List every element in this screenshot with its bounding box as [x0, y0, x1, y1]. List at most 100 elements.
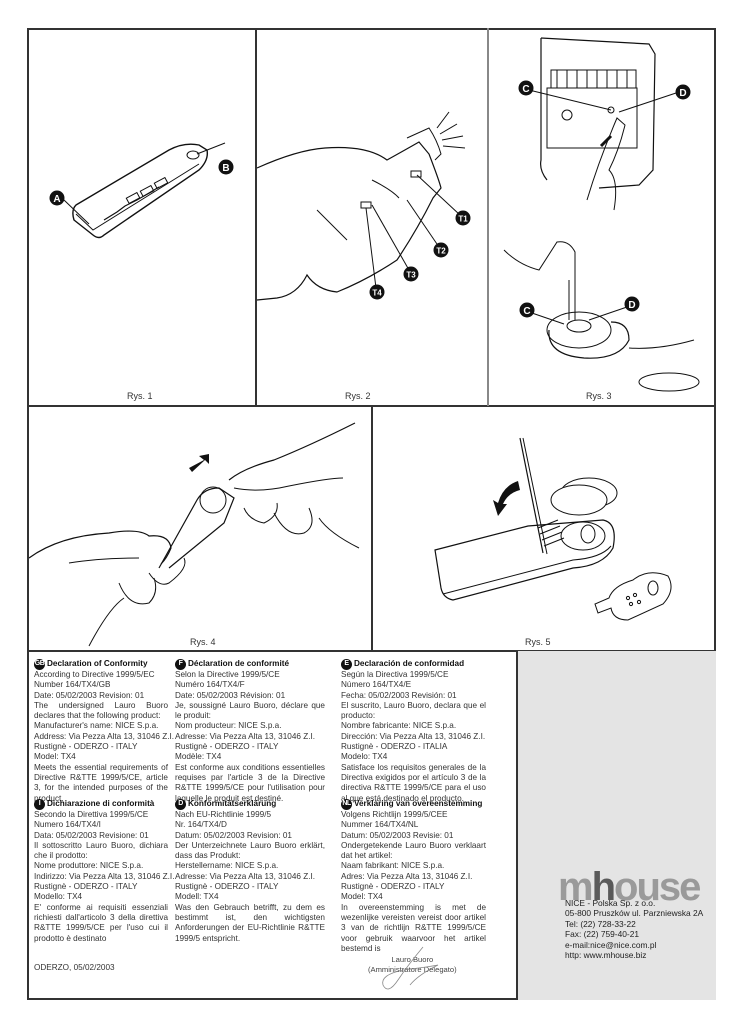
svg-text:T4: T4 [372, 289, 382, 298]
receiver-illustration: C D C D [503, 37, 700, 392]
manufacturer-line: Nom producteur: NICE S.p.a. [175, 721, 282, 731]
callout-line [528, 89, 612, 111]
callout-t3: T3 [403, 266, 419, 282]
address-line: Adres: Via Pezza Alta 13, 31046 Z.I. [341, 871, 473, 881]
callout-a: A [49, 190, 65, 206]
date-line: Date: 05/02/2003 Révision: 01 [175, 690, 286, 700]
number-line: Nr. 164/TX4/D [175, 820, 227, 830]
declaration-title: Dichiarazione di conformità [47, 799, 155, 809]
callout-line [588, 306, 628, 321]
callout-line [416, 174, 461, 216]
manufacturer-line: Manufacturer's name: NICE S.p.a. [34, 721, 159, 731]
declaration-title: Declaration of Conformity [47, 659, 148, 669]
company-box: mhouse NICE - Polska Sp. z o.o. 05-800 P… [516, 651, 716, 1000]
company-website: http: www.mhouse.biz [565, 950, 647, 961]
statement-text: Est conforme aux conditions essentielles… [175, 762, 325, 803]
svg-text:D: D [679, 88, 686, 99]
company-email: e-mail:nice@nice.com.pl [565, 939, 657, 950]
callout-t1: T1 [455, 210, 471, 226]
intro-text: Der Unterzeichnete Lauro Buoro erklärt, … [175, 840, 325, 861]
number-line: Numero 164/TX4/I [34, 820, 101, 830]
flag-f-icon: F [175, 659, 186, 670]
callout-line [63, 199, 90, 225]
remote-illustration: A B [49, 142, 234, 239]
address-line: Dirección: Via Pezza Alta 13, 31046 Z.I. [341, 731, 486, 741]
model-line: Model: TX4 [34, 752, 76, 762]
svg-text:T3: T3 [406, 271, 416, 280]
callout-line [371, 204, 410, 271]
figure-5: Rys. 5 [373, 408, 715, 650]
statement-text: In overeenstemming is met de wezenlijke … [341, 902, 486, 953]
directive-line: Secondo la Direttiva 1999/5/CE [34, 810, 149, 819]
svg-text:T2: T2 [436, 247, 446, 256]
address-line: Address: Via Pezza Alta 13, 31046 Z.I. [34, 731, 175, 741]
svg-text:T1: T1 [458, 215, 468, 224]
callout-d: D [675, 84, 691, 100]
address-line: Indirizzo: Via Pezza Alta 13, 31046 Z.I. [34, 871, 175, 881]
manufacturer-line: Naam fabrikant: NICE S.p.a. [341, 861, 445, 871]
city-line: Rustignè - ODERZO - ITALY [34, 882, 138, 892]
company-fax: Fax: (22) 759-40-21 [565, 929, 640, 940]
declaration-title: Déclaration de conformité [188, 659, 290, 669]
directive-line: Nach EU-Richtlinie 1999/5 [175, 810, 272, 819]
place-date: ODERZO, 05/02/2003 [34, 963, 115, 972]
callout-line [618, 91, 680, 113]
callout-line [528, 311, 565, 325]
intro-text: The undersigned Lauro Buoro declares tha… [34, 700, 168, 721]
intro-text: Il sottoscritto Lauro Buoro, dichiara ch… [34, 840, 168, 861]
model-line: Modell: TX4 [175, 892, 219, 902]
number-line: Número 164/TX4/E [341, 680, 412, 690]
figure-caption: Rys. 2 [345, 391, 371, 401]
statement-text: E' conforme ai requisiti essenziali rich… [34, 902, 168, 943]
date-line: Fecha: 05/02/2003 Revisión: 01 [341, 690, 457, 700]
divider [255, 28, 257, 406]
city-line: Rustignè - ODERZO - ITALY [34, 742, 138, 752]
svg-text:D: D [628, 300, 635, 311]
mhouse-logo: mhouse [558, 865, 701, 910]
flag-e-icon: E [341, 659, 352, 670]
directive-line: According to Directive 1999/5/EC [34, 670, 155, 679]
figure-caption: Rys. 4 [190, 637, 216, 647]
svg-text:A: A [53, 194, 60, 205]
directive-line: Según la Directiva 1999/5/CE [341, 670, 449, 679]
date-line: Data: 05/02/2003 Revisione: 01 [34, 830, 149, 840]
callout-t4: T4 [369, 284, 385, 300]
declaration-title: Declaración de conformidad [354, 659, 465, 669]
logo-part: m [558, 865, 594, 909]
intro-text: Je, soussigné Lauro Buoro, déclare que l… [175, 700, 325, 721]
manufacturer-line: Nombre fabricante: NICE S.p.a. [341, 721, 457, 731]
figure-4: Rys. 4 [29, 408, 371, 650]
statement-text: Satisface los requisitos generales de la… [341, 762, 486, 803]
manufacturer-line: Nome produttore: NICE S.p.a. [34, 861, 144, 871]
divider [487, 28, 489, 406]
declaration-title: Konformitätserklärung [188, 799, 277, 809]
battery-removal-illustration [29, 422, 360, 647]
model-line: Modelo: TX4 [341, 752, 388, 762]
page-frame [27, 28, 716, 1000]
signature-block: Lauro Buoro (Amministratore Delegato) [368, 946, 457, 990]
callout-d-2: D [624, 296, 640, 312]
address-line: Adresse: Via Pezza Alta 13, 31046 Z.I. [175, 731, 316, 741]
figure-caption: Rys. 5 [525, 637, 551, 647]
svg-text:B: B [222, 163, 229, 174]
city-line: Rustignè - ODERZO - ITALY [341, 882, 445, 892]
address-line: Adresse: Via Pezza Alta 13, 31046 Z.I. [175, 871, 316, 881]
company-phone: Tel: (22) 728-33-22 [565, 918, 636, 929]
flag-i-icon: I [34, 799, 45, 810]
figure-2: T1 T2 T3 T4 Rys. 2 [257, 30, 487, 405]
intro-text: Ondergetekende Lauro Buoro verklaart dat… [341, 840, 486, 861]
callout-c-2: C [519, 302, 535, 318]
directive-line: Volgens Richtlijn 1999/5/CEE [341, 810, 448, 819]
number-line: Number 164/TX4/GB [34, 680, 111, 690]
figure-3: C D C D Rys. 3 [489, 30, 714, 405]
divider [27, 650, 716, 652]
battery-replacement-illustration [434, 437, 672, 621]
statement-text: Meets the essential requirements of Dire… [34, 762, 168, 803]
hand-remote-illustration: T1 T2 T3 T4 [257, 111, 471, 301]
callout-line [196, 142, 226, 155]
